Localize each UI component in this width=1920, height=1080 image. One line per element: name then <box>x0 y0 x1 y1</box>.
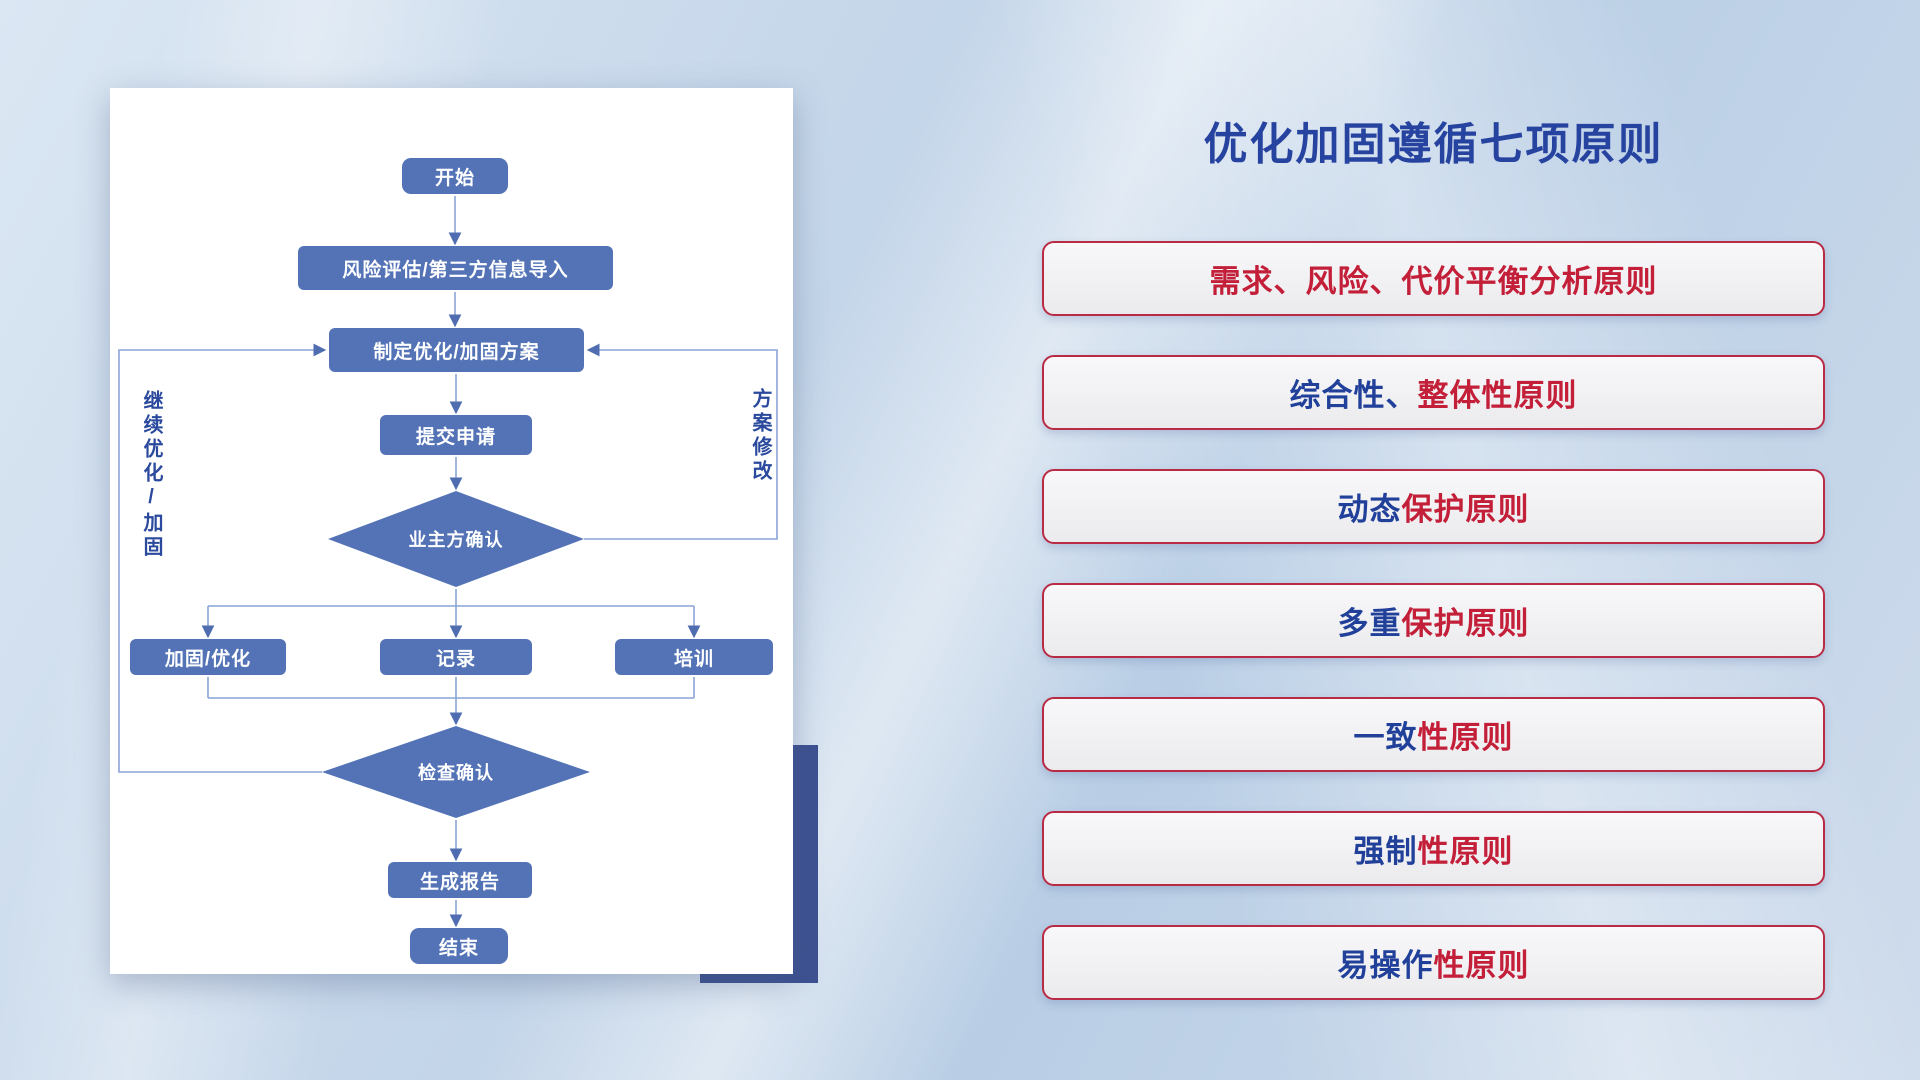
principle-item-3: 动态保护原则 <box>1042 469 1825 544</box>
principles-list: 需求、风险、代价平衡分析原则 综合性、整体性原则 动态保护原则 多重保护原则 一… <box>1042 241 1825 1000</box>
flow-node-plan: 制定优化/加固方案 <box>329 328 584 372</box>
flowchart-card: 开始 风险评估/第三方信息导入 制定优化/加固方案 提交申请 业主方确认 加固/… <box>110 88 793 974</box>
principle-text-blue: 综合性、 <box>1289 378 1418 413</box>
principle-item-7: 易操作性原则 <box>1042 925 1825 1000</box>
flow-node-report: 生成报告 <box>388 862 532 898</box>
principle-text-blue: 动态 <box>1337 492 1402 527</box>
principle-text-red: 性原则 <box>1417 720 1514 755</box>
flow-node-start: 开始 <box>402 158 508 194</box>
principle-item-6: 强制性原则 <box>1042 811 1825 886</box>
principle-item-5: 一致性原则 <box>1042 697 1825 772</box>
flow-node-submit: 提交申请 <box>380 415 532 455</box>
flowchart-connectors <box>118 196 778 928</box>
principle-text-blue: 易操作 <box>1337 948 1434 983</box>
flow-node-reinforce-optimize: 加固/优化 <box>130 639 286 675</box>
principle-text-blue: 强制 <box>1353 834 1418 869</box>
flow-node-risk-import: 风险评估/第三方信息导入 <box>298 246 613 290</box>
flow-label-revise-loop: 方案修改 <box>749 388 771 484</box>
principle-text-red: 保护原则 <box>1401 492 1530 527</box>
principle-text-red: 整体性原则 <box>1417 378 1578 413</box>
principle-text-red: 保护原则 <box>1401 606 1530 641</box>
flow-node-end: 结束 <box>410 928 508 964</box>
flow-node-record: 记录 <box>380 639 532 675</box>
principle-text-red: 需求、风险、代价平衡分析原则 <box>1209 264 1658 299</box>
principle-item-2: 综合性、整体性原则 <box>1042 355 1825 430</box>
principle-text-blue: 一致 <box>1353 720 1418 755</box>
principle-text-blue: 多重 <box>1337 606 1402 641</box>
principle-text-red: 性原则 <box>1417 834 1514 869</box>
page-title: 优化加固遵循七项原则 <box>1203 120 1664 169</box>
principle-item-1: 需求、风险、代价平衡分析原则 <box>1042 241 1825 316</box>
principle-item-4: 多重保护原则 <box>1042 583 1825 658</box>
principle-text-red: 性原则 <box>1433 948 1530 983</box>
flow-node-training: 培训 <box>615 639 773 675</box>
flow-label-continue-loop: 继续优化/加固 <box>140 390 162 560</box>
